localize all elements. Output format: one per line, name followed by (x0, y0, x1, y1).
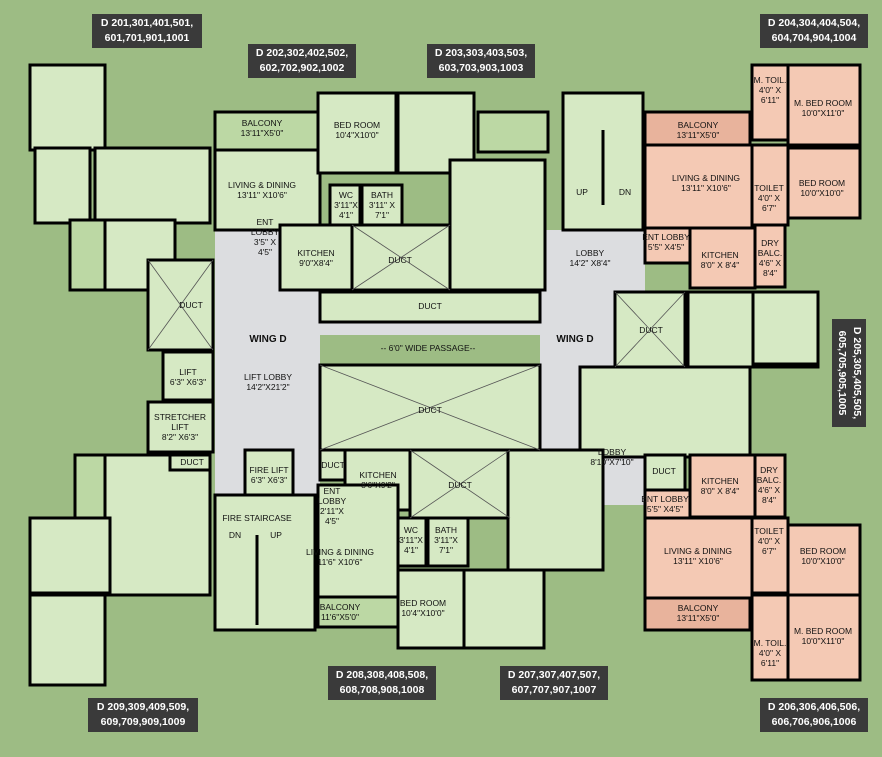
room-label: BATH 3'11"X 7'1" (434, 525, 458, 555)
room-label: LIVING & DINING 13'11" X10'6" (663, 546, 733, 566)
flat-205 (686, 290, 820, 369)
room-label: KITCHEN 8'6"X9'2" (359, 470, 397, 490)
room-label: KITCHEN 9'0"X8'4" (297, 248, 335, 268)
flat-204 (643, 63, 862, 290)
flat-tag-207: D 207,307,407,507, 607,707,907,1007 (500, 666, 608, 700)
room-label: LIFT LOBBY 14'2"X21'2" (243, 372, 293, 392)
flat-206 (643, 453, 862, 682)
passage-label: -- 6'0" WIDE PASSAGE-- (380, 343, 476, 353)
room-label: DUCT (652, 466, 676, 476)
room-label: LIVING & DINING 13'11" X10'6" (671, 173, 741, 193)
room-label: DRY BALC. 4'6" X 8'4" (756, 465, 782, 505)
flat-tag-202: D 202,302,402,502, 602,702,902,1002 (248, 44, 356, 78)
flat-tag-201: D 201,301,401,501, 601,701,901,1001 (92, 14, 202, 48)
room-label: LOBBY 14'2" X8'4" (569, 248, 611, 268)
room-label: KITCHEN 8'0" X 8'4" (700, 476, 740, 496)
room-label: BALCONY 13'11"X5'0" (240, 118, 284, 138)
room-label: LOBBY 8'10"X7'10" (590, 447, 634, 467)
room-label: ENT LOBBY 2'11"X 4'5" (317, 486, 347, 526)
room-label: FIRE STAIRCASE (222, 513, 292, 523)
room-label: DN (618, 187, 632, 197)
room-label: KITCHEN 8'0" X 8'4" (700, 250, 740, 270)
room-label: BATH 3'11" X 7'1" (368, 190, 396, 220)
room-label: BED ROOM 10'0"X10'0" (798, 178, 846, 198)
room-label: ENT LOBBY 3'5" X 4'5" (250, 217, 280, 257)
room-label: STRETCHER LIFT 8'2" X6'3" (154, 412, 206, 442)
fire-stair-block (213, 448, 317, 632)
room-label: BED ROOM 10'4"X10'0" (399, 598, 447, 618)
flat-tag-209: D 209,309,409,509, 609,709,909,1009 (88, 698, 198, 732)
room-label: LIVING & DINING 11'6" X10'6" (305, 547, 375, 567)
flat-tag-208: D 208,308,408,508, 608,708,908,1008 (328, 666, 436, 700)
room-label: UP (270, 530, 282, 540)
room-label: LIVING & DINING 13'11" X10'6" (227, 180, 297, 200)
room-label: DRY BALC. 4'6" X 8'4" (757, 238, 783, 278)
room-label: DUCT (639, 325, 663, 335)
room-label: DUCT (418, 405, 442, 415)
wing-label: WING D (556, 334, 594, 345)
room-label: LIFT 6'3" X6'3" (169, 367, 207, 387)
room-label: DUCT (388, 255, 412, 265)
room-label: WC 3'11"X 4'1" (334, 190, 358, 220)
duct-crosses (147, 224, 686, 519)
room-label: TOILET 4'0" X 6'7" (754, 183, 784, 213)
room-label: DUCT (180, 457, 204, 467)
flat-tag-203: D 203,303,403,503, 603,703,903,1003 (427, 44, 535, 78)
staircase-top (561, 91, 645, 232)
room-label: WC 3'11"X 4'1" (399, 525, 423, 555)
room-label: BALCONY 13'11"X5'0" (676, 120, 720, 140)
room-label: TOILET 4'0" X 6'7" (754, 526, 784, 556)
room-label: UP (576, 187, 588, 197)
room-label: DUCT (179, 300, 203, 310)
room-label: M. TOIL. 4'0" X 6'11" (753, 75, 787, 105)
room-label: BALCONY 13'11"X5'0" (676, 603, 720, 623)
flat-tag-206: D 206,306,406,506, 606,706,906,1006 (760, 698, 868, 732)
room-label: DN (228, 530, 242, 540)
room-label: DUCT (418, 301, 442, 311)
flat-tag-204: D 204,304,404,504, 604,704,904,1004 (760, 14, 868, 48)
room-label: M. BED ROOM 10'0"X11'0" (793, 98, 853, 118)
room-label: DUCT (321, 460, 345, 470)
room-label: ENT LOBBY 5'5" X4'5" (641, 494, 689, 514)
flat-201 (28, 63, 212, 292)
flat-tag-205: D 205,305,405,505, 605,705,905,1005 (832, 319, 866, 427)
wing-label: WING D (249, 334, 287, 345)
room-label: ENT LOBBY 5'5" X4'5" (642, 232, 690, 252)
room-label: BED ROOM 10'4"X10'0" (333, 120, 381, 140)
room-label: M. TOIL. 4'0" X 6'11" (753, 638, 787, 668)
flat-207-208 (316, 448, 605, 650)
room-label: DUCT (448, 480, 472, 490)
flat-209 (28, 453, 212, 687)
room-label: M. BED ROOM 10'0"X11'0" (793, 626, 853, 646)
room-label: BED ROOM 10'0"X10'0" (799, 546, 847, 566)
room-label: BALCONY 11'6"X5'0" (319, 602, 361, 622)
room-label: FIRE LIFT 6'3" X6'3" (249, 465, 289, 485)
